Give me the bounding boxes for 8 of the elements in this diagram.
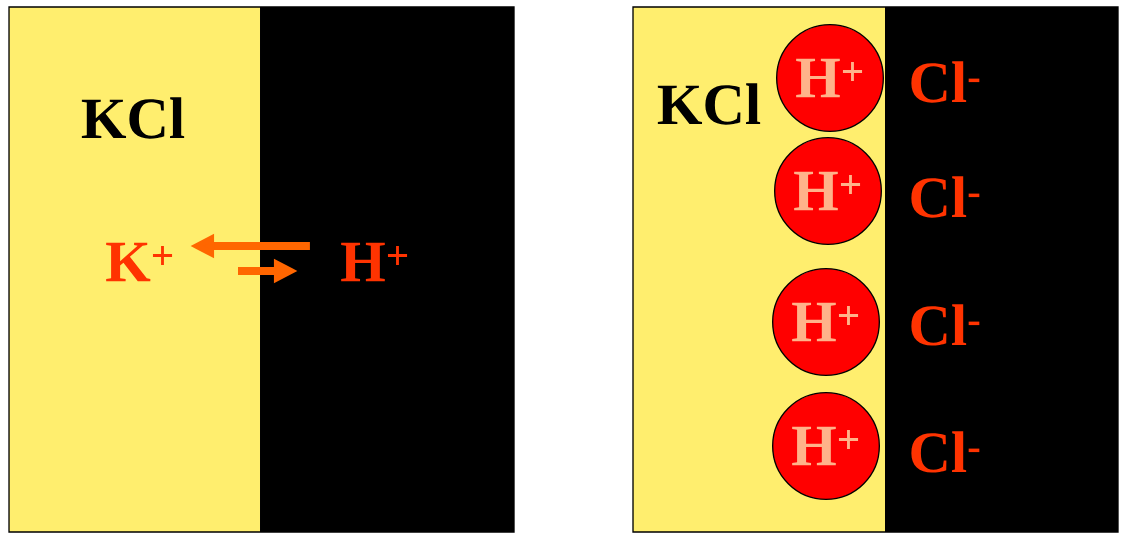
ion-label: Cl$^{-}$: [911, 176, 980, 218]
solution-label: KCl: [81, 97, 185, 139]
ion-label: Cl$^{-}$: [911, 61, 980, 103]
ion-label: K$^{+}$: [106, 242, 173, 282]
solution-label: KCl: [657, 83, 761, 125]
ion-label: Cl$^{-}$: [911, 304, 980, 346]
ion-label: Cl$^{-}$: [911, 431, 980, 473]
ion-label: H$^{+}$: [341, 242, 408, 282]
